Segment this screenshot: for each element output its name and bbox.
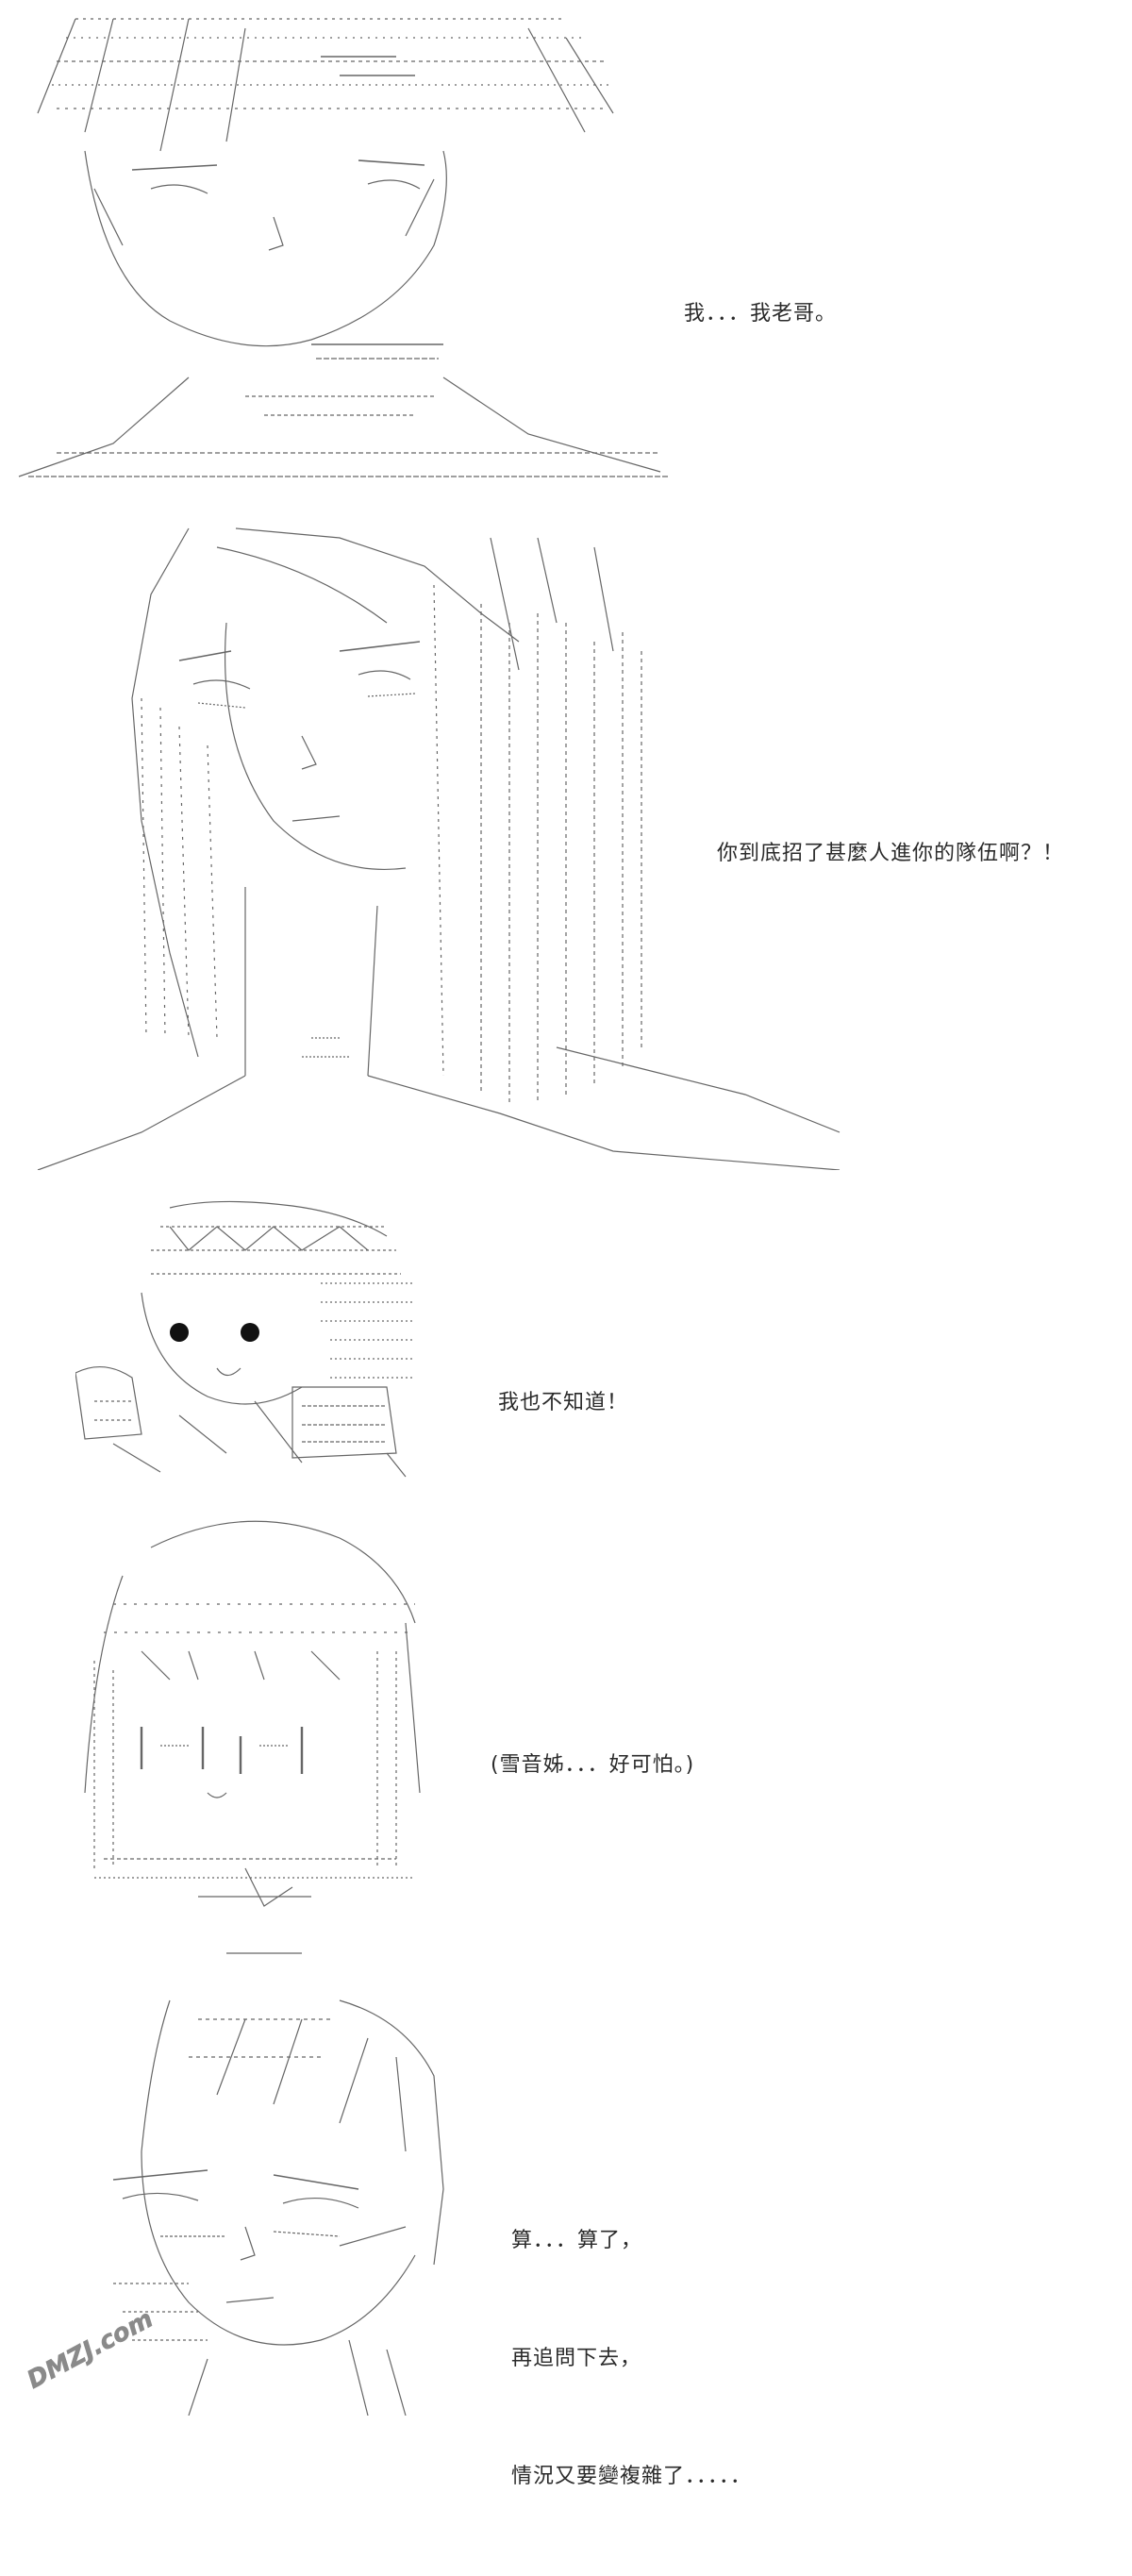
site-watermark-logo: DMZJ.com <box>23 2304 155 2395</box>
panel-3: 我也不知道！ <box>0 1198 1132 1481</box>
dialogue-panel-2: 你到底招了甚麼人進你的隊伍啊？！ <box>717 755 1064 952</box>
dialogue-line: 再追問下去， <box>511 2346 642 2370</box>
aa-art-small-character <box>75 1198 453 1481</box>
panel-4: (雪音姊．．．好可怕。) <box>0 1510 1132 1925</box>
dialogue-panel-3: 我也不知道！ <box>498 1304 628 1501</box>
watermark-text: DMZJ.com <box>23 2305 155 2395</box>
aa-art-thinking-face <box>57 1944 491 2416</box>
dialogue-line: 我．．．我老哥。 <box>684 301 838 326</box>
aa-art-girl-scared <box>57 1510 453 1925</box>
dialogue-line: (雪音姊．．．好可怕。) <box>491 1752 695 1777</box>
panel-5: 算．．．算了， 再追問下去， 情況又要變複雜了．．．．． <box>0 1944 1132 2488</box>
dialogue-line: 算．．．算了， <box>511 2228 643 2252</box>
aa-art-boy-face <box>0 0 679 491</box>
dialogue-panel-4: (雪音姊．．．好可怕。) <box>491 1666 694 1864</box>
panel-2: 你到底招了甚麼人進你的隊伍啊？！ <box>0 510 1132 1170</box>
dialogue-line: 你到底招了甚麼人進你的隊伍啊？！ <box>717 841 1065 865</box>
dialogue-line: 我也不知道！ <box>498 1390 629 1414</box>
dialogue-panel-5: 算．．．算了， 再追問下去， 情況又要變複雜了．．．．． <box>511 2142 752 2576</box>
dialogue-panel-1: 我．．．我老哥。 <box>684 215 837 412</box>
panel-1: 我．．．我老哥。 <box>0 0 1132 491</box>
dialogue-line: 情況又要變複雜了．．．．． <box>511 2465 753 2489</box>
aa-art-tall-boy-profile <box>28 510 877 1170</box>
